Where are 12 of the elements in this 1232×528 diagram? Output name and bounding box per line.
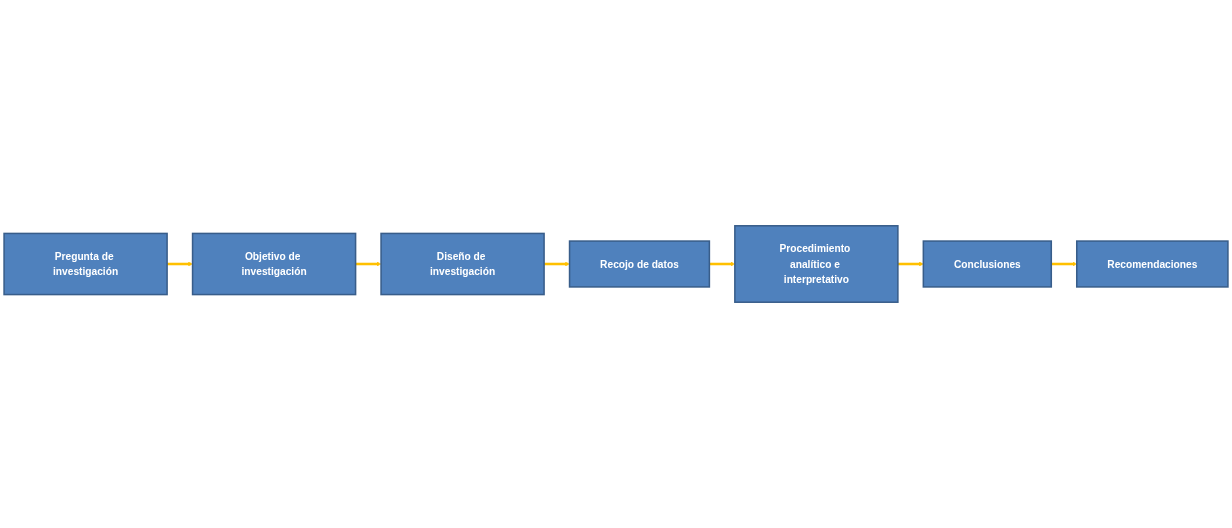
node-box: Procedimiento analítico e interpretativo (734, 225, 899, 303)
arrow (167, 261, 193, 267)
node-box: Objetivo de investigación (191, 232, 357, 296)
node-box: Diseño de investigación (380, 232, 545, 296)
node-box: Recomendaciones (1076, 240, 1229, 288)
arrow (355, 261, 382, 267)
arrow (1051, 261, 1077, 267)
node-box: Conclusiones (922, 240, 1053, 288)
node-box: Pregunta de investigación (3, 232, 168, 296)
arrow (897, 261, 924, 267)
arrow (544, 261, 570, 267)
node-box: Recojo de datos (568, 240, 711, 288)
